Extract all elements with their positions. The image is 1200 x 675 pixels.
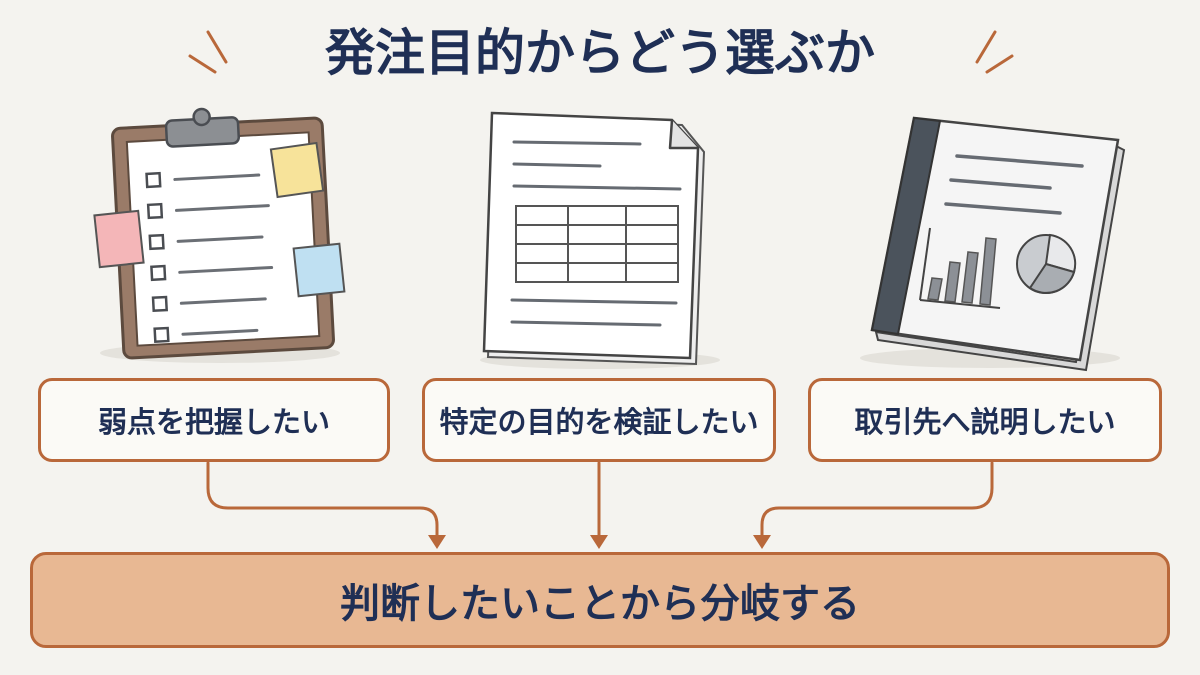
- page-title: 発注目的からどう選ぶか: [325, 24, 875, 82]
- option-explain-partner: 取引先へ説明したい: [808, 378, 1162, 462]
- arrowhead-right: [753, 535, 771, 549]
- arrowhead-center: [590, 535, 608, 549]
- result-box: 判断したいことから分岐する: [30, 552, 1170, 648]
- option-verify-purpose: 特定の目的を検証したい: [422, 378, 776, 462]
- connector-left: [206, 461, 439, 539]
- arrowhead-left: [428, 535, 446, 549]
- option-weakness: 弱点を把握したい: [38, 378, 390, 462]
- connector-right: [760, 461, 994, 539]
- title-emphasis-marks: [188, 30, 1014, 74]
